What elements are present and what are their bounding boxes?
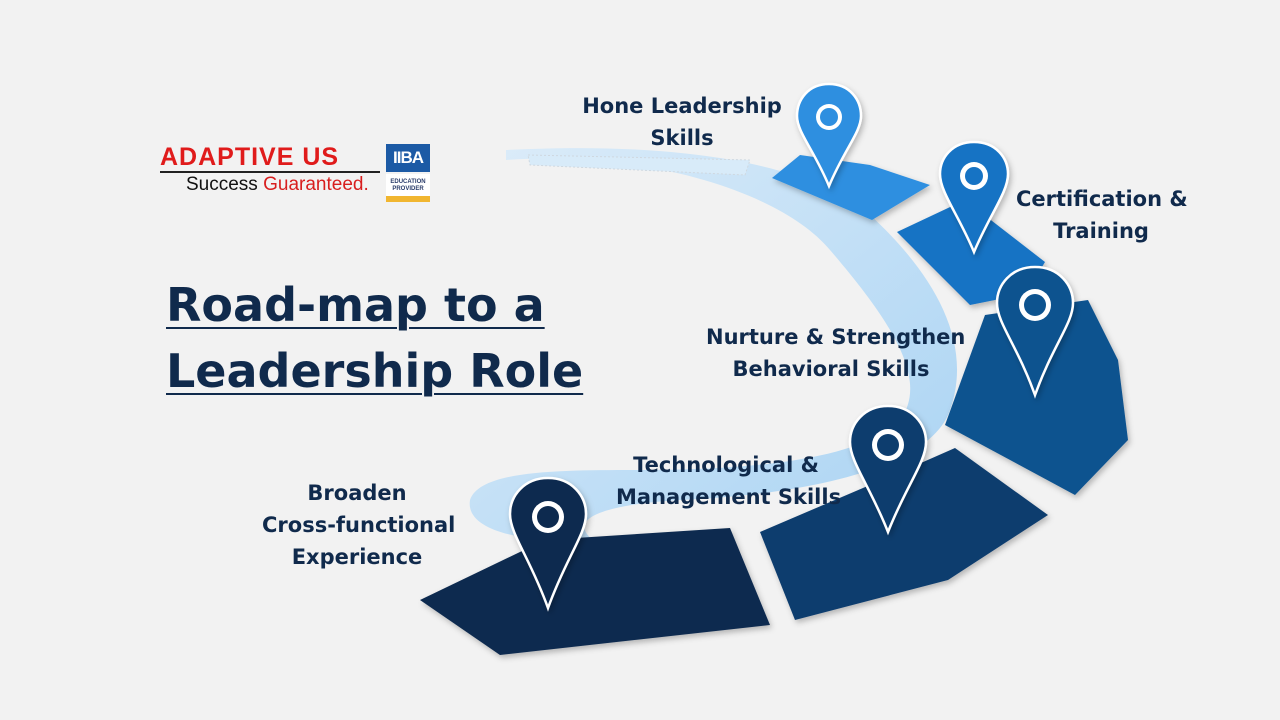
education-provider-badge: EDUCATION PROVIDER [386, 174, 430, 202]
company-logo: ADAPTIVE US Success Guaranteed. IIBA EDU… [158, 140, 438, 210]
segment-1 [420, 528, 770, 655]
segment-2 [760, 448, 1048, 620]
logo-tagline: Success Guaranteed. [186, 174, 369, 195]
iiba-logo: IIBA [386, 144, 430, 172]
step-label-broaden-experience: Broaden Cross-functional Experience [262, 481, 456, 569]
logo-divider [160, 171, 380, 173]
location-pin-icon [995, 265, 1075, 399]
road-ribbon [469, 148, 958, 545]
title-line-1: Road-map to a [166, 278, 545, 332]
road-flag [527, 154, 751, 176]
logo-wordmark: ADAPTIVE US [160, 143, 340, 171]
location-pin-icon [508, 476, 588, 612]
segment-5 [772, 155, 930, 220]
location-pin-icon [795, 82, 863, 190]
location-pin-icon [848, 404, 928, 536]
page-title: Road-map to a Leadership Role [166, 272, 583, 404]
title-line-2: Leadership Role [166, 344, 584, 398]
step-label-hone-leadership: Hone Leadership Skills [582, 94, 782, 150]
step-label-behavioral-skills: Nurture & Strengthen Behavioral Skills [706, 325, 966, 381]
segment-3 [945, 300, 1128, 495]
location-pin-icon [938, 140, 1010, 256]
step-label-technological-management: Technological & Management Skills [616, 453, 842, 509]
step-label-certification: Certification & Training [1016, 187, 1188, 243]
